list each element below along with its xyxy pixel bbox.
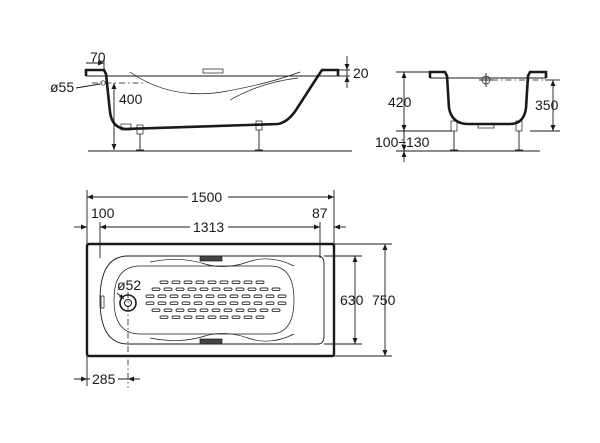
plan-view-inner-basin — [99, 255, 325, 345]
side-view: 70 ø55 400 20 — [50, 49, 369, 152]
dim-20-label: 20 — [353, 65, 369, 81]
antislip-row — [145, 294, 287, 299]
side-view-inner-contour-2 — [229, 77, 299, 101]
side-view-leg-right — [255, 120, 263, 151]
end-view-leg-right — [515, 120, 523, 151]
plan-view-grip-bottom — [199, 338, 223, 345]
dim-285-label: 285 — [92, 371, 116, 387]
dim-400-label: 400 — [119, 91, 143, 107]
dim-leg-range-label: 100÷130 — [375, 134, 430, 150]
plan-view-grip-top — [199, 255, 223, 262]
dim-630-label: 630 — [340, 292, 364, 308]
side-view-outlet — [100, 80, 106, 86]
plan-view-top-contour — [149, 258, 295, 267]
antislip-row — [159, 280, 265, 285]
side-view-leg-left — [136, 124, 144, 151]
dim-70-label: 70 — [90, 49, 106, 65]
dim-1500-label: 1500 — [191, 189, 222, 205]
dim-1313-label: 1313 — [193, 219, 224, 235]
side-view-grip — [202, 68, 224, 74]
plan-view-bottom-contour — [149, 333, 295, 342]
dim-outlet-dia-leader — [75, 83, 101, 89]
plan-view-overflow-marker — [100, 295, 105, 309]
end-view: 420 350 100÷130 — [375, 70, 560, 162]
end-view-outlet-crosshair — [479, 73, 493, 87]
end-view-leg-left — [450, 120, 458, 151]
plan-view-floor-contour — [113, 265, 295, 335]
dim-outlet-dia-label: ø55 — [50, 79, 74, 95]
dim-350-label: 350 — [535, 97, 559, 113]
antislip-row — [159, 315, 265, 320]
dim-87-label: 87 — [312, 205, 328, 221]
antislip-row — [151, 308, 281, 313]
dim-420-label: 420 — [388, 94, 412, 110]
plan-view-outer-rim — [85, 242, 336, 358]
side-view-tub-outline — [84, 68, 340, 131]
dim-750-label: 750 — [372, 292, 396, 308]
plan-view-antislip-pattern — [145, 280, 287, 320]
antislip-row — [151, 287, 281, 292]
end-view-drain-block — [477, 123, 495, 129]
dim-drain-dia-label: ø52 — [117, 277, 141, 293]
side-view-drain-block — [120, 123, 132, 131]
side-view-inner-contour — [129, 71, 301, 95]
plan-view: ø52 1500 1313 100 87 630 — [74, 188, 396, 388]
dim-100-label: 100 — [91, 205, 115, 221]
antislip-row — [145, 301, 287, 306]
